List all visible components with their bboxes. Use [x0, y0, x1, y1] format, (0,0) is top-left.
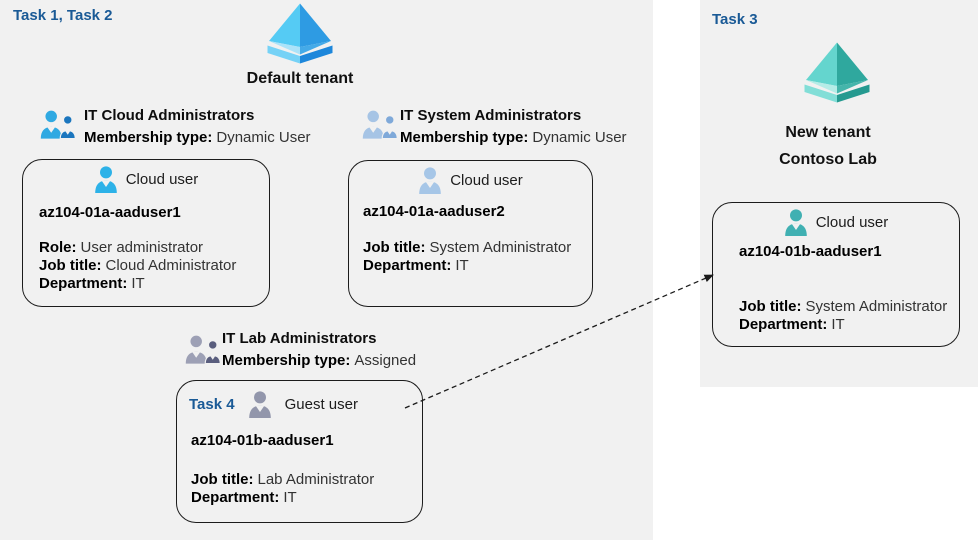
group-membership-system-admins: Membership type:Dynamic User: [400, 129, 627, 147]
field-label: Job title:: [191, 471, 254, 488]
membership-type-label: Membership type:: [222, 352, 351, 369]
card-header: Cloud user: [23, 166, 269, 193]
user-type-label: Cloud user: [815, 214, 889, 231]
membership-type-value: Assigned: [354, 352, 417, 369]
field-label: Department:: [39, 275, 128, 292]
membership-type-label: Membership type:: [84, 129, 213, 146]
new-tenant-title-line2: Contoso Lab: [779, 151, 877, 168]
field-label: Department:: [363, 257, 452, 274]
group-icon: [362, 110, 398, 139]
user-icon: [419, 167, 442, 194]
card-header: Cloud user: [349, 167, 592, 194]
field-value: Lab Administrator: [257, 471, 375, 488]
user-icon: [784, 209, 807, 236]
username: az104-01b-aaduser1: [191, 432, 334, 449]
membership-type-label: Membership type:: [400, 129, 529, 146]
task-3-label: Task 3: [712, 11, 758, 28]
group-name-system-admins: IT System Administrators: [400, 107, 582, 124]
group-icon: [40, 110, 76, 139]
field-department: Department:IT: [39, 275, 236, 293]
user-icon: [94, 166, 117, 193]
field-value: IT: [831, 316, 845, 333]
group-membership-lab-admins: Membership type:Assigned: [222, 352, 416, 370]
field-value: User administrator: [80, 239, 204, 256]
azure-tenant-blue-icon: [267, 3, 333, 64]
user-type-label: Guest user: [284, 396, 358, 413]
guest-user-card: Task 4 Guest user az104-01b-aaduser1 Job…: [176, 380, 423, 523]
field-job-title: Job title:System Administrator: [739, 298, 947, 316]
field-label: Department:: [191, 489, 280, 506]
group-membership-cloud-admins: Membership type:Dynamic User: [84, 129, 311, 147]
field-job-title: Job title:System Administrator: [363, 239, 571, 257]
card-header: Cloud user: [713, 209, 959, 236]
field-label: Job title:: [739, 298, 802, 315]
field-job-title: Job title:Lab Administrator: [191, 471, 374, 489]
field-value: IT: [131, 275, 145, 292]
cloud-user-card-new-tenant: Cloud user az104-01b-aaduser1 Job title:…: [712, 202, 960, 347]
user-icon: [248, 391, 271, 418]
new-tenant-title-line1: New tenant: [785, 124, 871, 141]
membership-type-value: Dynamic User: [532, 129, 627, 146]
field-value: Cloud Administrator: [105, 257, 237, 274]
user-fields: Job title:System Administrator Departmen…: [363, 239, 571, 275]
task-4-label: Task 4: [189, 396, 235, 413]
cloud-user-card-2: Cloud user az104-01a-aaduser2 Job title:…: [348, 160, 593, 307]
field-label: Department:: [739, 316, 828, 333]
user-fields: Job title:System Administrator Departmen…: [739, 298, 947, 334]
field-department: Department:IT: [191, 489, 374, 507]
field-department: Department:IT: [363, 257, 571, 275]
membership-type-value: Dynamic User: [216, 129, 311, 146]
field-label: Job title:: [39, 257, 102, 274]
user-fields: Role:User administrator Job title:Cloud …: [39, 239, 236, 293]
user-type-label: Cloud user: [450, 172, 523, 189]
default-tenant-title: Default tenant: [246, 70, 354, 87]
field-value: System Administrator: [805, 298, 948, 315]
task-1-2-label: Task 1, Task 2: [13, 7, 113, 24]
field-value: IT: [455, 257, 469, 274]
cloud-user-card-1: Cloud user az104-01a-aaduser1 Role:User …: [22, 159, 270, 307]
field-job-title: Job title:Cloud Administrator: [39, 257, 236, 275]
field-department: Department:IT: [739, 316, 947, 334]
username: az104-01a-aaduser1: [39, 204, 181, 221]
field-label: Job title:: [363, 239, 426, 256]
field-role: Role:User administrator: [39, 239, 236, 257]
group-icon: [185, 335, 221, 364]
group-name-cloud-admins: IT Cloud Administrators: [84, 107, 255, 124]
group-name-lab-admins: IT Lab Administrators: [222, 330, 377, 347]
default-tenant-panel: Task 1, Task 2 Default tenant IT Cloud A…: [0, 0, 653, 540]
field-value: IT: [283, 489, 297, 506]
user-fields: Job title:Lab Administrator Department:I…: [191, 471, 374, 507]
field-label: Role:: [39, 239, 77, 256]
new-tenant-panel: Task 3 New tenant Contoso Lab Cloud user…: [700, 0, 978, 387]
azure-tenant-teal-icon: [804, 42, 870, 103]
username: az104-01b-aaduser1: [739, 243, 882, 260]
card-header: Task 4 Guest user: [177, 391, 422, 418]
field-value: System Administrator: [429, 239, 572, 256]
user-type-label: Cloud user: [125, 171, 199, 188]
username: az104-01a-aaduser2: [363, 203, 505, 220]
